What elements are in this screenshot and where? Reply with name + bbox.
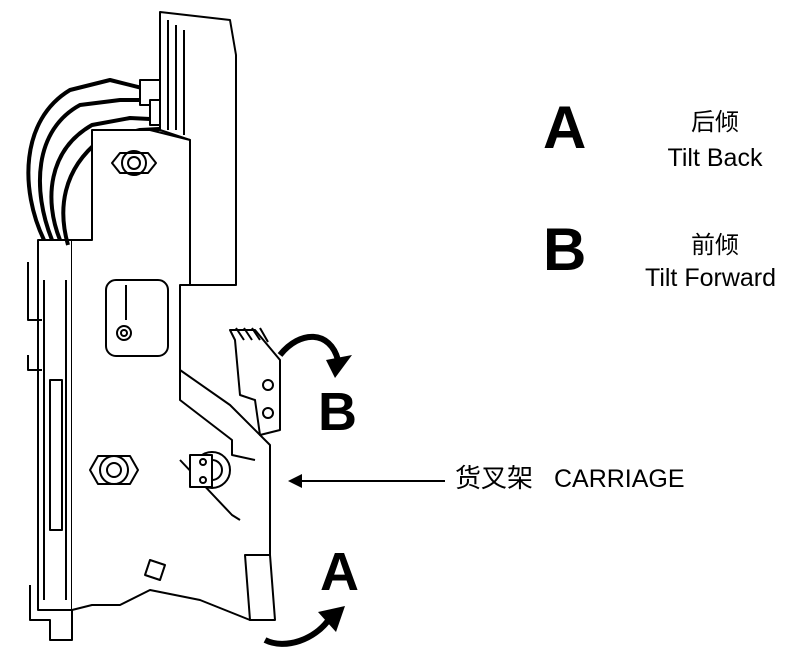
tilt-forward-arrowhead [326,355,352,378]
carriage-label: 货叉架 CARRIAGE [455,466,685,492]
arrow-label-back: A [320,542,359,602]
tilt-back-arrowhead [318,606,345,632]
legend-tilt-forward-chinese: 前倾 [691,231,739,259]
arrow-label-forward: B [318,382,357,442]
tilt-back-arrow [263,616,333,647]
carriage-window [105,279,169,357]
legend-letter-b: B [543,216,587,283]
carriage-label-english: CARRIAGE [553,465,685,493]
legend-letter-a: A [543,94,587,161]
legend-tilt-back-english: Tilt Back [667,144,763,172]
carriage-body [71,129,271,621]
tilt-forward-arrow [277,333,341,361]
carriage-label-chinese: 货叉架 [455,464,534,494]
legend-tilt-back-chinese: 后倾 [691,108,739,136]
fork-lower [244,554,276,621]
backrest [159,11,237,286]
legend-tilt-forward-english: Tilt Forward [644,264,777,292]
carriage-leader-arrowhead [288,474,302,488]
